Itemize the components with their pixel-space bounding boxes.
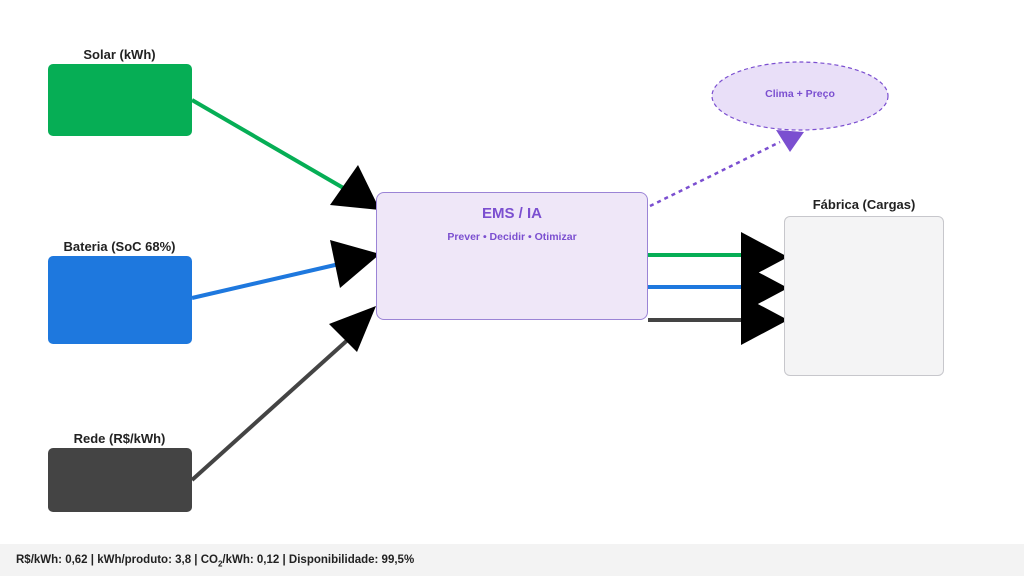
grid-to-ems-connector [190,334,354,482]
solar-to-ems-connector [190,98,354,195]
factory-box [784,216,944,376]
grid-arrowhead [329,306,376,352]
factory-arrowhead-2 [741,263,788,313]
ems-to-context-dotted-connector [649,140,781,208]
context-label: Clima + Preço [765,88,835,100]
ems-box: EMS / IA Prever • Decidir • Otimizar [376,192,648,320]
grid-source-box [48,448,192,512]
metric-disponibilidade: Disponibilidade: 99,5% [288,554,415,566]
separator: | [87,554,98,566]
battery-source-box [48,256,192,344]
co2-suffix: /kWh: 0,12 [222,554,280,566]
battery-to-ems-connector [191,260,349,300]
context-arrowhead [776,130,804,152]
battery-label: Bateria (SoC 68%) [63,239,176,254]
solar-source-box [48,64,192,136]
co2-prefix: CO [200,554,218,566]
solar-label: Solar (kWh) [83,47,156,62]
grid-label: Rede (R$/kWh) [73,431,166,446]
metric-rs-kwh: R$/kWh: 0,62 [16,554,88,566]
separator: | [279,554,289,566]
metrics-footer: R$/kWh: 0,62 | kWh/produto: 3,8 | CO2/kW… [0,544,1024,576]
co2-subscript: 2 [217,559,223,569]
solar-arrowhead [330,165,380,210]
separator: | [191,554,201,566]
ems-title: EMS / IA [481,205,542,222]
ems-subtitle: Prever • Decidir • Otimizar [447,231,577,243]
metric-kwh-produto: kWh/produto: 3,8 [97,554,192,566]
context-cloud [711,61,889,131]
metric-co2: CO2/kWh: 0,12 [200,554,280,569]
factory-arrowhead-3 [741,295,788,345]
battery-arrowhead [330,240,380,288]
factory-label: Fábrica (Cargas) [812,197,916,212]
